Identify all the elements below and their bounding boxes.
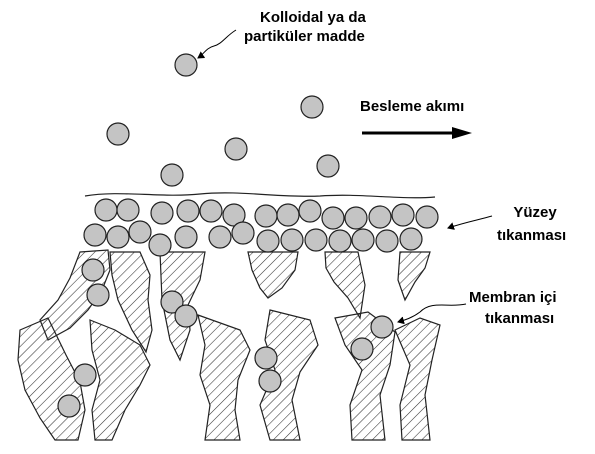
membrane-matrix (18, 250, 440, 440)
particle (317, 155, 339, 177)
particle (305, 229, 327, 251)
particle (82, 259, 104, 281)
particle (177, 200, 199, 222)
cake-layer-boundary (85, 193, 435, 198)
surface-fouling-label-line2: tıkanması (497, 226, 566, 245)
membrane-segment (325, 252, 365, 318)
particle (277, 204, 299, 226)
particle (149, 234, 171, 256)
particle (225, 138, 247, 160)
surface-fouling-label-line1: Yüzey (500, 203, 570, 222)
particle (351, 338, 373, 360)
membrane-segment (398, 252, 430, 300)
particle (95, 199, 117, 221)
pore-fouling-label-line2: tıkanması (485, 309, 554, 328)
particle (117, 199, 139, 221)
particle (87, 284, 109, 306)
particle (376, 230, 398, 252)
colloidal-label-line2: partiküler madde (244, 27, 365, 46)
particle (400, 228, 422, 250)
colloidal-label-line1: Kolloidal ya da (260, 8, 366, 27)
particle (175, 305, 197, 327)
particle (129, 221, 151, 243)
particle (107, 123, 129, 145)
particle (416, 206, 438, 228)
particle (161, 164, 183, 186)
pore-fouling-label-line1: Membran içi (469, 288, 557, 307)
particle (392, 204, 414, 226)
colloidal-leader-arrow (198, 30, 236, 58)
feed-flow-arrow (362, 127, 472, 139)
particle (200, 200, 222, 222)
feed-flow-label: Besleme akımı (360, 97, 464, 116)
particle (255, 347, 277, 369)
particle (329, 230, 351, 252)
surface-fouling-leader-arrow (448, 216, 492, 228)
particle (352, 229, 374, 251)
particle (58, 395, 80, 417)
particle (345, 207, 367, 229)
particle (299, 200, 321, 222)
particle (84, 224, 106, 246)
particle (107, 226, 129, 248)
particle (301, 96, 323, 118)
membrane-segment (198, 315, 250, 440)
particle (259, 370, 281, 392)
particle (369, 206, 391, 228)
pore-fouling-leader-arrow (398, 304, 466, 322)
particle (209, 226, 231, 248)
particle (151, 202, 173, 224)
particle (74, 364, 96, 386)
particle (175, 226, 197, 248)
membrane-segment (395, 318, 440, 440)
particle (232, 222, 254, 244)
particle (371, 316, 393, 338)
particle (281, 229, 303, 251)
particle (322, 207, 344, 229)
particle (257, 230, 279, 252)
particle (175, 54, 197, 76)
particle (255, 205, 277, 227)
membrane-segment (248, 252, 298, 298)
